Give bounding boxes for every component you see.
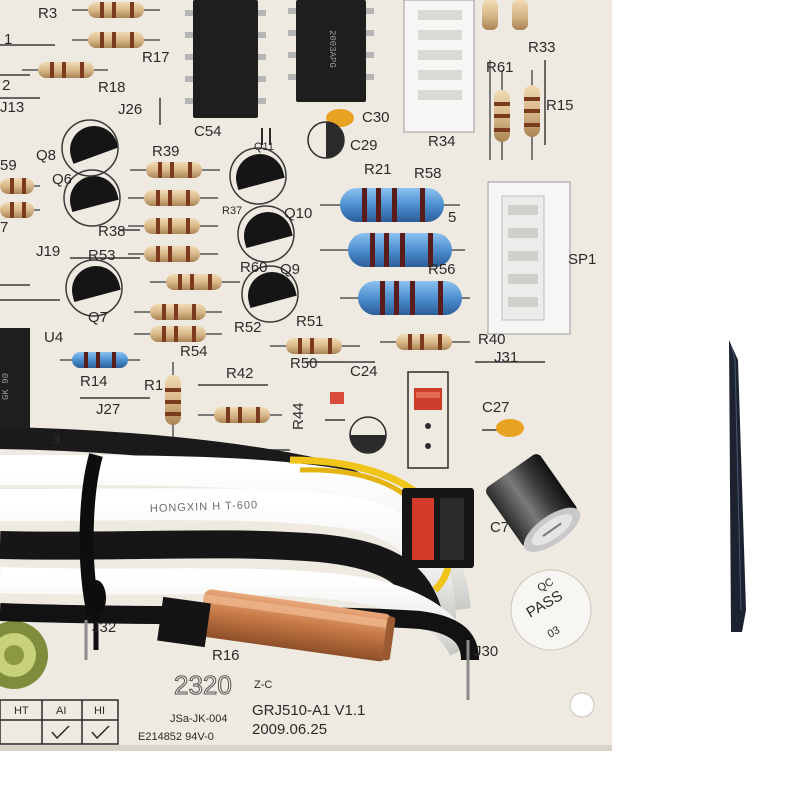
svg-text:R61: R61 (486, 59, 514, 76)
lot-code: 2320 (174, 670, 232, 700)
svg-text:3: 3 (52, 431, 60, 448)
svg-text:C27: C27 (482, 399, 510, 416)
cap-c27 (496, 419, 524, 437)
svg-text:U4: U4 (44, 329, 63, 346)
board-pins (84, 620, 470, 700)
svg-text:1: 1 (4, 31, 12, 48)
svg-text:R15: R15 (546, 97, 574, 114)
svg-text:GK 90: GK 90 (1, 373, 11, 400)
svg-text:R44: R44 (290, 402, 307, 430)
svg-text:R60: R60 (240, 259, 268, 276)
table-header-ai: AI (56, 705, 66, 717)
svg-text:C54: C54 (194, 123, 222, 140)
svg-text:J19: J19 (36, 243, 60, 260)
svg-text:R34: R34 (428, 133, 456, 150)
ic-marking: 2003APG (327, 30, 337, 68)
qc-line3: 03 (546, 624, 563, 641)
svg-text:5: 5 (448, 209, 456, 226)
ic-chip-u4 (0, 328, 30, 440)
svg-text:R40: R40 (478, 331, 506, 348)
electrolytic-capacitor (486, 454, 581, 552)
component-c24 (407, 371, 449, 469)
svg-text:R52: R52 (234, 319, 262, 336)
svg-text:R18: R18 (98, 79, 126, 96)
svg-text:J32: J32 (92, 619, 116, 636)
svg-text:C29: C29 (350, 137, 378, 154)
board-edge-strip (729, 340, 746, 632)
cert-line-1: JSa-JK-004 (170, 713, 227, 725)
cert-line-2: E214852 94V-0 (138, 731, 214, 743)
svg-text:SP1: SP1 (568, 251, 596, 268)
svg-text:Q7: Q7 (88, 309, 108, 326)
svg-text:R54: R54 (180, 343, 208, 360)
svg-text:Q9: Q9 (280, 261, 300, 278)
zc-mark: Z-C (254, 679, 272, 691)
svg-text:R56: R56 (428, 261, 456, 278)
option-table (0, 699, 119, 745)
svg-text:R21: R21 (364, 161, 392, 178)
svg-text:R3: R3 (38, 5, 57, 22)
ic-chip (193, 0, 258, 118)
svg-text:C24: C24 (350, 363, 378, 380)
board-model: GRJ510-A1 V1.1 (252, 702, 365, 719)
svg-text:Q8: Q8 (36, 147, 56, 164)
copper-temperature-probe (199, 589, 396, 662)
svg-text:R37: R37 (222, 205, 242, 217)
svg-text:Q6: Q6 (52, 171, 72, 188)
svg-text:R50: R50 (290, 355, 318, 372)
table-header-ht: HT (14, 705, 29, 717)
svg-text:J31: J31 (494, 349, 518, 366)
svg-text:R51: R51 (296, 313, 324, 330)
svg-text:C30: C30 (362, 109, 390, 126)
svg-text:R17: R17 (142, 49, 170, 66)
ic-chip (296, 0, 366, 102)
svg-text:Q11: Q11 (254, 141, 274, 153)
svg-text:R14: R14 (80, 373, 108, 390)
mounting-hole (569, 692, 595, 718)
svg-text:7: 7 (0, 219, 8, 236)
transistors (61, 119, 299, 323)
svg-text:J30: J30 (474, 643, 498, 660)
svg-text:Q10: Q10 (284, 205, 312, 222)
cap-c30 (326, 109, 354, 127)
svg-text:R53: R53 (88, 247, 116, 264)
silkscreen-labels: R3 R17 R18 J26 J13 C54 Q11 C30 C29 R34 R… (0, 5, 596, 664)
cable-print: HONGXIN H T-600 (150, 499, 259, 515)
board-date: 2009.06.25 (252, 721, 327, 738)
svg-text:J27: J27 (96, 401, 120, 418)
svg-text:R38: R38 (98, 223, 126, 240)
svg-text:C7: C7 (490, 519, 509, 536)
svg-text:R16: R16 (212, 647, 240, 664)
svg-text:J13: J13 (0, 99, 24, 116)
svg-text:59: 59 (0, 157, 17, 174)
silk-lines (0, 44, 546, 451)
table-header-hi: HI (94, 705, 105, 717)
svg-text:R42: R42 (226, 365, 254, 382)
svg-text:R58: R58 (414, 165, 442, 182)
qc-sticker (510, 569, 592, 651)
connector-header (403, 0, 475, 133)
resistors-beige (0, 0, 540, 440)
resistors-blue (60, 188, 470, 368)
svg-text:R39: R39 (152, 143, 180, 160)
svg-text:2: 2 (2, 77, 10, 94)
svg-text:J26: J26 (118, 101, 142, 118)
svg-text:R33: R33 (528, 39, 556, 56)
svg-text:R1: R1 (144, 377, 163, 394)
